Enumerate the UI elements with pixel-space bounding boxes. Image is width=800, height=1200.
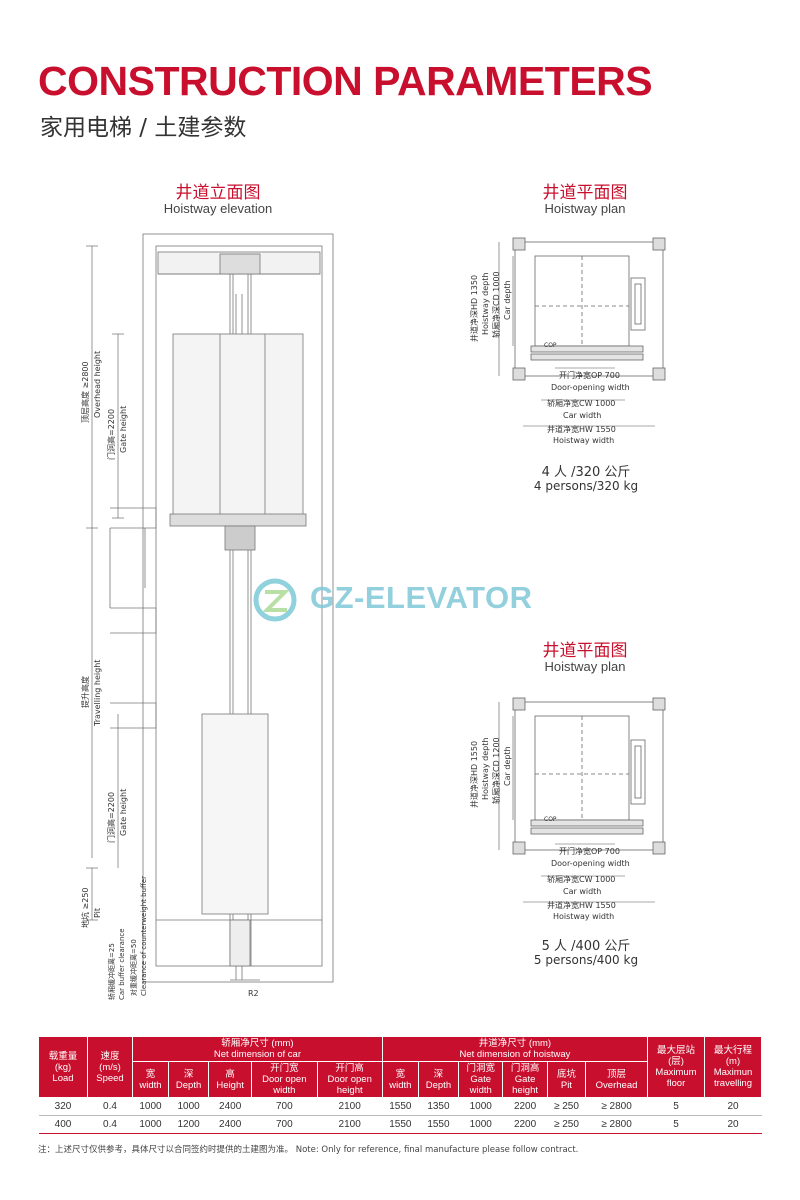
gate-height-bottom-dim: 门洞高=2200 [106,792,116,843]
col-group-hoistway: 井道净尺寸 (mm)Net dimension of hoistway [381,1036,649,1062]
plan-bottom-capacity-cn: 5 人 /400 公斤 [541,939,631,954]
col-group-car: 轿厢净尺寸 (mm)Net dimension of car [132,1036,383,1062]
plan-top-capacity-en: 4 persons/320 kg [533,479,639,493]
plan-top-hw: 井道净宽HW 1550 [547,424,616,434]
plan-bottom-hd-en: Hoistway depth [481,738,490,800]
car-buffer-dim-en: Car buffer clearance [118,928,126,1000]
plan-bottom-caption-cn: 井道平面图 [542,641,628,661]
plan-bottom-cd-en: Car depth [503,746,512,786]
page-subtitle: 家用电梯 / 土建参数 [40,115,247,141]
plan-top-cd-en: Car depth [503,280,512,320]
watermark-text: GZ-ELEVATOR [310,580,533,615]
plan-top-hd-en: Hoistway depth [481,273,490,335]
plan-bottom-op: 开门净宽OP 700 [559,846,620,856]
gz-logo-icon [253,578,297,622]
plan-top-hd: 井道净深HD 1350 [469,275,479,342]
plan-bottom-cd: 轿厢净深CD 1200 [491,737,501,804]
plan-bottom-hw-en: Hoistway width [553,912,614,921]
cw-buffer-dim: 对重缓冲距离=50 [129,939,138,996]
hoistway-elevation-drawing: 顶层高度 ≥2800 Overhead height 门洞高=2200 Gate… [80,233,334,1000]
gate-height-top-dim: 门洞高=2200 [106,409,116,460]
overhead-dim-en: Overhead height [93,351,102,418]
plan-bottom-hd: 井道净深HD 1550 [469,741,479,808]
plan-bottom-op-en: Door-opening width [551,859,630,868]
plan-top-cd: 轿厢净深CD 1000 [491,271,501,338]
plan-top-op-en: Door-opening width [551,383,630,392]
plan-bottom-caption-en: Hoistway plan [544,659,626,674]
overhead-dim: 顶层高度 ≥2800 [80,361,90,423]
pit-dim: 地坑 ≥250 [80,887,90,928]
plan-top-caption-cn: 井道平面图 [542,183,628,203]
plan-bottom-cop: COP [544,816,557,823]
car-buffer-dim: 轿厢缓冲距离=25 [107,943,116,1000]
plan-top-caption-en: Hoistway plan [544,201,626,216]
hoistway-plan-bottom-drawing: COP 井道净深HD 1550 Hoistway depth 轿厢净深CD 12… [469,697,666,921]
col-speed: 速度(m/s)Speed [87,1036,133,1098]
elevation-caption-en: Hoistway elevation [163,201,273,216]
plan-bottom-cw-en: Car width [563,887,601,896]
plan-bottom-cw: 轿厢净宽CW 1000 [547,874,615,884]
plan-bottom-hw: 井道净宽HW 1550 [547,900,616,910]
gate-height-bottom-dim-en: Gate height [119,789,128,836]
plan-top-hw-en: Hoistway width [553,436,614,445]
plan-top-capacity-cn: 4 人 /320 公斤 [541,465,631,480]
pit-dim-en: Pit [93,908,102,918]
r2-label: R2 [248,989,259,998]
footnote: 注：上述尺寸仅供参考，具体尺寸以合同签约时提供的土建图为准。 Note: Onl… [38,1145,579,1155]
plan-top-op: 开门净宽OP 700 [559,370,620,380]
page-title: CONSTRUCTION PARAMETERS [38,58,653,104]
gz-elevator-watermark: GZ-ELEVATOR [252,578,562,622]
gate-height-top-dim-en: Gate height [119,406,128,453]
elevation-caption-cn: 井道立面图 [175,183,261,203]
col-load: 载重量(kg)Load [38,1036,88,1098]
plan-top-cw: 轿厢净宽CW 1000 [547,398,615,408]
travel-height-dim: 提升高度 [80,676,90,708]
plan-top-cop: COP [544,342,557,349]
travel-height-dim-en: Travelling height [93,660,102,727]
hoistway-plan-top-drawing: COP 井道净深HD 1350 Hoistway depth 轿厢净深CD 10… [469,237,666,445]
plan-bottom-capacity-en: 5 persons/400 kg [533,953,639,967]
plan-top-cw-en: Car width [563,411,601,420]
cw-buffer-dim-en: Clearance of counterweight buffer [140,876,148,996]
parameters-table: 载重量(kg)Load 速度(m/s)Speed 轿厢净尺寸 (mm)Net d… [38,1036,762,1134]
